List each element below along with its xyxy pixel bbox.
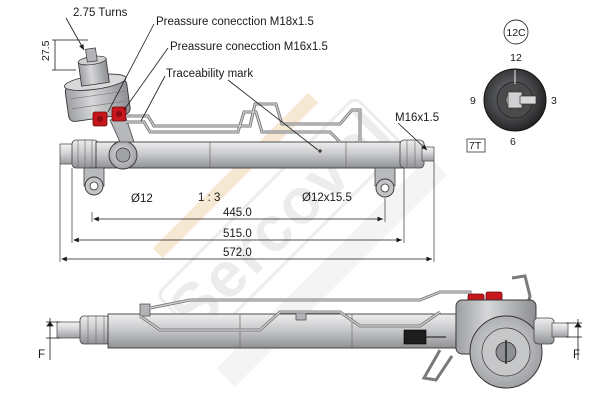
angle-dim-label: 27.5 (40, 40, 52, 61)
dia-12-15-label: Ø12x15.5 (302, 192, 352, 204)
force-arrow-left (46, 318, 60, 360)
side-left-boot (79, 315, 111, 345)
dim-445-label: 445.0 (223, 207, 252, 219)
right-mount-eye (374, 167, 396, 198)
traceability-mark-dot (318, 149, 322, 153)
dim-445: 445.0 (91, 198, 386, 222)
top-view: 2.75 Turns Preassure conecction M18x1.5 … (40, 7, 439, 262)
force-right-label: F (573, 349, 580, 361)
pressure-port-m18 (92, 111, 108, 127)
left-mount-eye (83, 167, 105, 196)
dim-515-label: 515.0 (223, 228, 252, 240)
dia-12-label: Ø12 (131, 193, 153, 205)
rack-housing (95, 141, 405, 169)
traceability-label: Traceability mark (166, 68, 253, 80)
side-right-rod (551, 322, 569, 338)
clock-12c-badge (503, 19, 529, 45)
pressure-m16-label: Preassure conecction M16x1.5 (170, 41, 328, 53)
side-view: F F (38, 274, 582, 389)
force-arrow-right (566, 319, 582, 360)
dim-515: 515.0 (71, 168, 405, 243)
clock-6-label: 6 (510, 136, 516, 148)
force-left-label: F (38, 349, 45, 361)
side-connector-block (403, 329, 427, 345)
dim-572-label: 572.0 (223, 247, 252, 259)
clock-9-label: 9 (470, 95, 476, 107)
right-rod-end (421, 146, 435, 162)
thread-m16-label: M16x1.5 (395, 112, 439, 124)
ratio-label: 1 : 3 (198, 192, 220, 204)
side-right-boot (533, 317, 555, 345)
pinion-clock-detail: 12C 12 9 3 6 7T (466, 19, 557, 153)
dim-572: 572.0 (59, 161, 435, 262)
clock-12-label: 12 (510, 52, 522, 64)
clock-12c-label: 12C (506, 27, 526, 39)
clock-7t-box (466, 138, 486, 153)
clock-3-label: 3 (551, 95, 557, 107)
side-left-rod (56, 321, 82, 339)
pressure-m18-label: Preassure conecction M18x1.5 (156, 16, 314, 28)
turns-label: 2.75 Turns (73, 7, 128, 19)
clock-7t-label: 7T (469, 140, 482, 152)
pressure-port-m16 (111, 106, 127, 122)
